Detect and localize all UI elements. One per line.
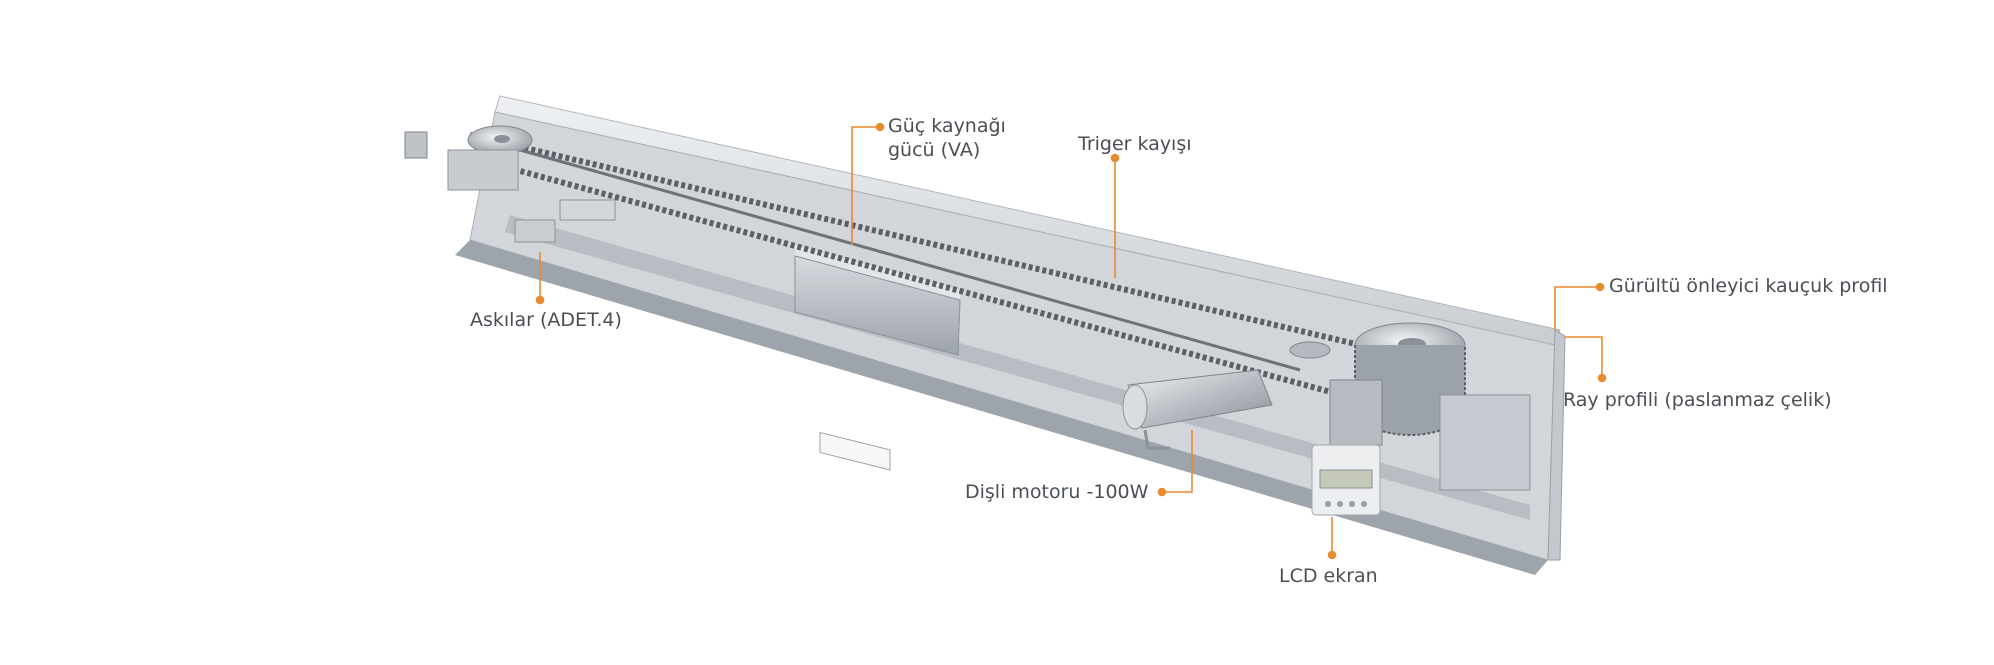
motor-gearbox	[1329, 379, 1383, 446]
rail-profile	[455, 95, 1566, 575]
label-lcd: LCD ekran	[1279, 565, 1378, 587]
lcd-button-3	[1349, 501, 1355, 507]
hangers	[514, 199, 616, 243]
label-power-supply-line2: gücü (VA)	[888, 139, 981, 161]
right-bracket	[1439, 394, 1531, 491]
leader-power-supply-dot	[875, 122, 885, 132]
belt-lower	[479, 157, 1361, 403]
rail-inner-channel	[505, 215, 1530, 520]
hanger-1	[514, 219, 556, 243]
left-idler-pulley	[404, 125, 533, 191]
left-bracket	[447, 149, 519, 191]
leader-gear-motor-dot	[1157, 487, 1167, 497]
rail-bottom-face	[455, 240, 1548, 575]
leader-lcd-dot	[1327, 550, 1337, 560]
rail-end-cap	[1547, 329, 1566, 561]
leader-rail-profile	[1565, 336, 1603, 378]
lcd-button-2	[1337, 501, 1343, 507]
label-power-supply-line1: Güç kaynağı	[888, 115, 1006, 137]
leader-lines	[535, 122, 1607, 560]
leader-hangers-dot	[535, 295, 545, 305]
lcd-unit	[1311, 444, 1381, 516]
leader-rubber-profile-dot	[1595, 282, 1605, 292]
hanger-2	[559, 199, 616, 221]
label-power-supply: Güç kaynağı gücü (VA)	[888, 114, 1028, 162]
lcd-button-4	[1361, 501, 1367, 507]
leader-timing-belt-dot	[1110, 153, 1120, 163]
label-timing-belt: Triger kayışı	[1078, 133, 1192, 155]
psu-front	[794, 255, 961, 356]
timing-belt	[469, 132, 1361, 403]
power-supply-unit	[794, 245, 961, 471]
psu-top	[795, 245, 960, 300]
label-rubber-profile: Gürültü önleyici kauçuk profil	[1609, 275, 1888, 297]
leader-gear-motor	[1162, 430, 1193, 493]
gear-motor	[1122, 369, 1383, 450]
leader-power-supply	[851, 126, 880, 245]
label-hangers: Askılar (ADET.4)	[470, 309, 622, 331]
lcd-screen	[1319, 469, 1373, 489]
label-rail-profile: Ray profili (paslanmaz çelik)	[1563, 389, 1832, 411]
label-gear-motor: Dişli motoru -100W	[965, 481, 1149, 503]
left-pulley-hub	[494, 135, 510, 143]
motor-cable	[1143, 429, 1170, 450]
belt-middle	[519, 148, 1301, 372]
lcd-button-1	[1325, 501, 1331, 507]
leader-rail-profile-dot	[1597, 373, 1607, 383]
belt-upper	[469, 132, 1361, 348]
left-end-stop	[404, 131, 428, 159]
small-idler	[1289, 341, 1331, 359]
motor-end-cap	[1122, 384, 1148, 430]
psu-window	[819, 431, 891, 471]
leader-rubber-profile	[1554, 286, 1600, 330]
